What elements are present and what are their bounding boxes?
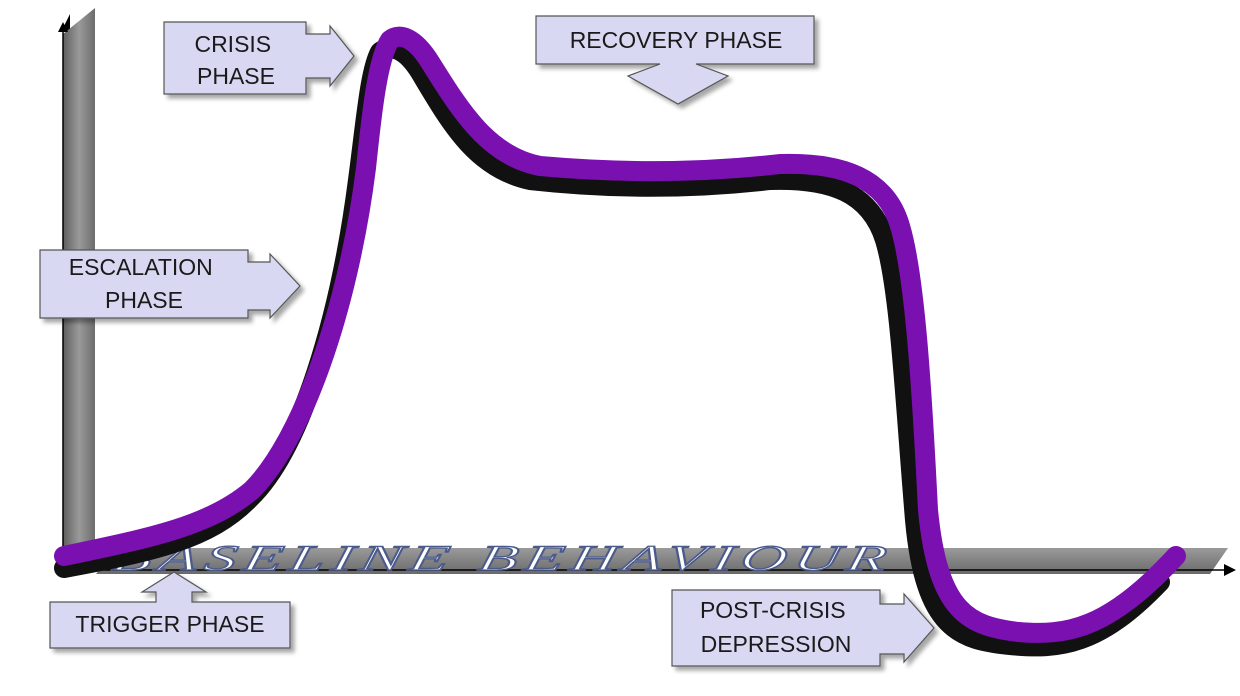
svg-text:CRISIS PHASE: CRISIS PHASE [194,31,277,89]
recovery-phase-callout [535,15,815,105]
recovery-phase-label: RECOVERY PHASE [570,27,783,53]
crisis-phase-callout [163,21,355,95]
post-crisis-label-line2: DEPRESSION [701,631,852,657]
post-crisis-label-line1: POST-CRISIS [700,597,846,623]
crisis-phase-label-line1: CRISIS [194,31,271,57]
curve-main [54,26,1186,643]
svg-text:ESCALATION PHASE: ESCALATION PHASE [69,254,219,313]
post-crisis-depression-callout [671,589,935,667]
behaviour-curve [54,26,1186,657]
escalation-phase-label-line1: ESCALATION [69,254,213,280]
baseline-behaviour-label: BASELINE BEHAVIOUR [109,538,897,578]
trigger-phase-callout [49,571,291,649]
svg-text:POST-CRISIS DEPRESSION: POST-CRISIS DEPRESSION [700,597,852,657]
escalation-phase-label-line2: PHASE [105,287,183,313]
escalation-phase-callout [39,249,301,320]
trigger-phase-label: TRIGGER PHASE [75,611,264,637]
crisis-phase-label-line2: PHASE [197,63,275,89]
